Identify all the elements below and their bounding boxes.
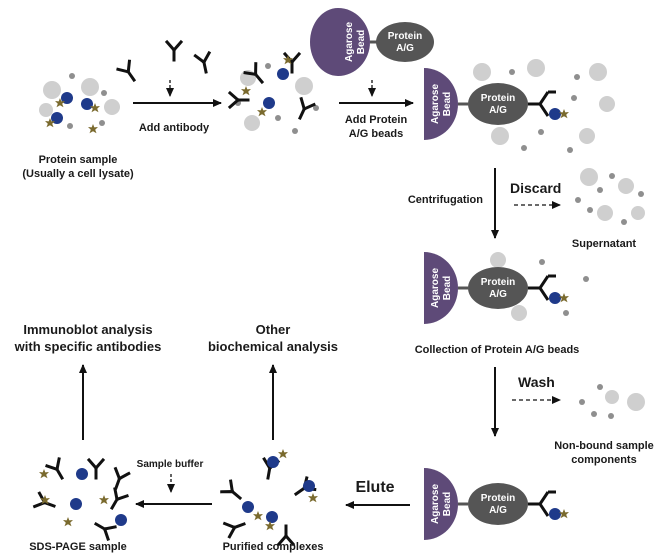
supernatant-particles bbox=[575, 168, 645, 225]
bead-text-e: Agarose bbox=[430, 484, 441, 524]
collection-label: Collection of Protein A/G beads bbox=[415, 344, 580, 356]
bead-text-d: Bead bbox=[442, 276, 453, 300]
sample-buffer-label: Sample buffer bbox=[137, 459, 204, 470]
non-bound-particles bbox=[579, 384, 645, 419]
add-beads-label: Add Protein bbox=[345, 114, 408, 126]
wash-label: Wash bbox=[518, 374, 555, 390]
protein-ag-text-c: Protein bbox=[481, 277, 515, 288]
bead-label-2: Bead bbox=[356, 30, 367, 54]
free-antibodies bbox=[116, 40, 215, 86]
protein-sample-mixture bbox=[39, 73, 120, 134]
protein-ag-text-f: A/G bbox=[489, 505, 507, 516]
add-antibody-label: Add antibody bbox=[139, 122, 210, 134]
bead-text-a: Agarose bbox=[430, 84, 441, 124]
protein-sample-sublabel: (Usually a cell lysate) bbox=[22, 168, 134, 180]
purified-complexes bbox=[220, 449, 318, 546]
immunoblot-sublabel: with specific antibodies bbox=[14, 339, 162, 354]
bead-complex-in-lysate: Agarose Bead Protein A/G bbox=[424, 59, 615, 153]
protein-sample-label: Protein sample bbox=[39, 154, 118, 166]
other-analysis-label: Other bbox=[256, 322, 291, 337]
sds-page-mixture bbox=[33, 457, 131, 541]
discard-label: Discard bbox=[510, 180, 561, 196]
non-bound-label: Non-bound sample bbox=[554, 440, 654, 452]
supernatant-label: Supernatant bbox=[572, 238, 637, 250]
bead-label-1: Agarose bbox=[344, 22, 355, 62]
bead-text-c: Agarose bbox=[430, 268, 441, 308]
centrifugation-label: Centrifugation bbox=[408, 194, 483, 206]
protein-ag-text-d: A/G bbox=[489, 289, 507, 300]
protein-ag-text-e: Protein bbox=[481, 493, 515, 504]
protein-ag-text-b: A/G bbox=[489, 105, 507, 116]
bead-text-f: Bead bbox=[442, 492, 453, 516]
washed-bead-complex: Agarose Bead Protein A/G bbox=[424, 468, 569, 540]
elute-label: Elute bbox=[355, 479, 394, 496]
protein-ag-label-1: Protein bbox=[388, 31, 422, 42]
protein-ag-label-2: A/G bbox=[396, 43, 414, 54]
immunoblot-label: Immunoblot analysis bbox=[23, 322, 152, 337]
add-beads-sublabel: A/G beads bbox=[349, 128, 403, 140]
other-analysis-sublabel: biochemical analysis bbox=[208, 339, 338, 354]
bead-text-b: Bead bbox=[442, 92, 453, 116]
sds-page-label: SDS-PAGE sample bbox=[29, 541, 127, 553]
purified-label: Purified complexes bbox=[223, 541, 324, 553]
collected-bead-complex: Agarose Bead Protein A/G bbox=[424, 252, 589, 324]
non-bound-sublabel: components bbox=[571, 454, 636, 466]
protein-ag-text-a: Protein bbox=[481, 93, 515, 104]
mixture-with-antibody bbox=[228, 52, 319, 134]
free-bead-icon: Agarose Bead Protein A/G bbox=[310, 8, 434, 76]
